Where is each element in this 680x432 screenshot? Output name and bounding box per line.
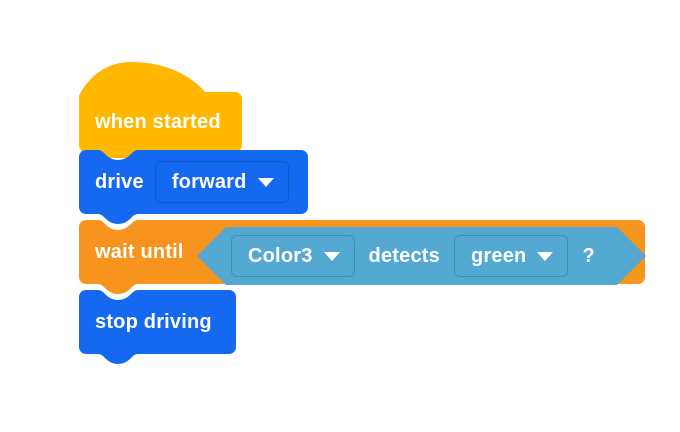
when-started-block-shape [79, 62, 242, 158]
block-stop-driving[interactable]: stop driving [79, 290, 236, 364]
wait-until-block-content: wait until [79, 220, 184, 284]
script-stack[interactable]: when started drive forward wait until [79, 62, 646, 364]
when-started-label: when started [95, 111, 221, 133]
drive-direction-value: forward [171, 171, 247, 193]
stop-driving-block-shape [79, 290, 236, 364]
color-target-value: green [470, 245, 527, 267]
drive-direction-dropdown[interactable]: forward [154, 161, 289, 203]
chevron-down-icon [537, 251, 554, 261]
color-target-dropdown[interactable]: green [453, 235, 569, 277]
block-wait-until[interactable]: wait until Color3 detects green [79, 220, 646, 294]
boolean-color-detects[interactable]: Color3 detects green ? [197, 227, 646, 285]
chevron-down-icon [257, 177, 274, 187]
block-when-started[interactable]: when started [79, 62, 242, 158]
color-sensor-value: Color3 [248, 245, 313, 267]
chevron-down-icon [323, 251, 340, 261]
drive-label: drive [95, 171, 144, 193]
block-drive[interactable]: drive forward [79, 150, 308, 224]
wait-until-label: wait until [95, 241, 184, 263]
boolean-content: Color3 detects green ? [197, 227, 646, 285]
detects-label: detects [368, 245, 440, 267]
stop-driving-label: stop driving [95, 311, 212, 333]
color-sensor-dropdown[interactable]: Color3 [231, 235, 355, 277]
question-mark-label: ? [582, 245, 595, 267]
stop-driving-block-content: stop driving [79, 290, 236, 354]
drive-block-content: drive forward [79, 150, 308, 214]
